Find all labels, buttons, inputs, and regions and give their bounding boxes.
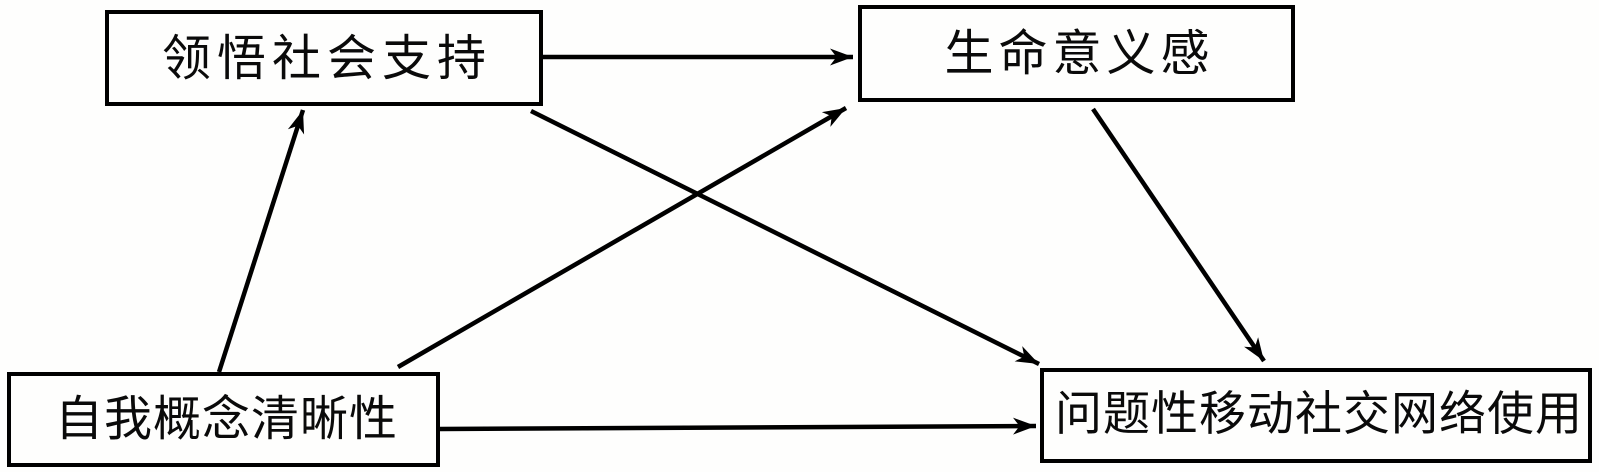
edge-self-concept-to-problematic-use: [439, 417, 1037, 435]
node-self-concept-clarity-label: 自我概念清晰性: [54, 392, 398, 446]
node-problematic-mobile-social-network-use-label: 问题性移动社交网络使用: [1055, 389, 1583, 441]
node-problematic-mobile-social-network-use: 问题性移动社交网络使用: [1040, 368, 1592, 463]
node-perceived-social-support-label: 领悟社会支持: [161, 30, 492, 86]
node-self-concept-clarity: 自我概念清晰性: [7, 372, 440, 467]
edge-social-support-to-problematic-use: [529, 108, 1041, 367]
node-meaning-in-life: 生命意义感: [858, 5, 1295, 102]
edge-self-concept-to-social-support: [216, 109, 306, 373]
edge-self-concept-to-meaning: [396, 106, 848, 369]
edge-meaning-to-problematic-use: [1091, 107, 1266, 363]
node-perceived-social-support: 领悟社会支持: [105, 10, 543, 106]
node-meaning-in-life-label: 生命意义感: [944, 26, 1215, 81]
